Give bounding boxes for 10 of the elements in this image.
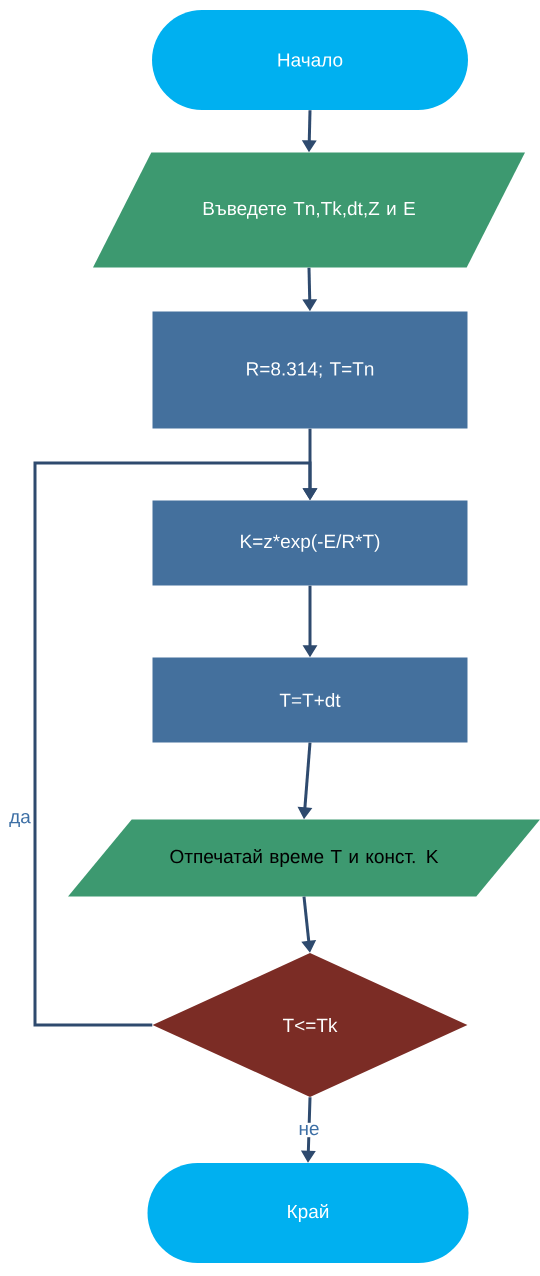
arrow [33,461,318,1027]
edge-label: не [296,1122,322,1138]
start-terminal: Начало [152,10,468,110]
edge-label: да [7,811,33,829]
process-box: R=8.314; T=Tn [152,311,468,429]
end-terminal: Край [147,1163,469,1263]
process-box: K=z*exp(-E/R*T) [152,500,468,586]
process-box: T=T+dt [152,657,468,743]
output-parallelogram: Отпечатай време T и конст. K [68,819,540,897]
input-parallelogram: Въведете Tn,Tk,dt,Z и E [93,152,525,268]
